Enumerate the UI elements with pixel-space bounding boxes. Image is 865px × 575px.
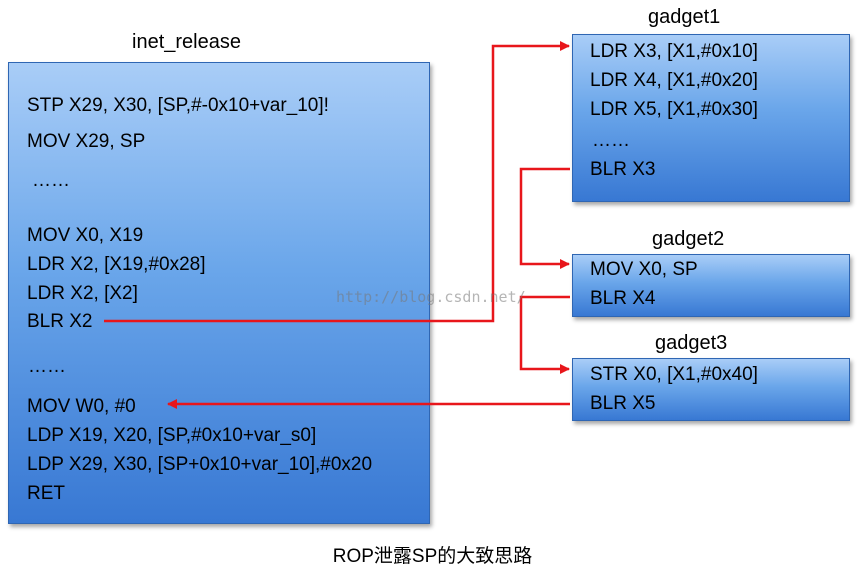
gadget2-title: gadget2 xyxy=(652,228,725,250)
inet-release-line: MOV X29, SP xyxy=(27,131,146,152)
inet-release-line: STP X29, X30, [SP,#-0x10+var_10]! xyxy=(27,95,329,116)
gadget1-title: gadget1 xyxy=(648,6,721,28)
gadget1-line: BLR X3 xyxy=(590,159,656,180)
inet-release-line: LDP X29, X30, [SP+0x10+var_10],#0x20 xyxy=(27,454,373,475)
inet-release-title: inet_release xyxy=(132,31,241,53)
gadget2-line: BLR X4 xyxy=(590,288,656,309)
inet-release-line: LDR X2, [X2] xyxy=(27,283,138,304)
watermark-text: http://blog.csdn.net/ xyxy=(336,288,526,306)
inet-release-box xyxy=(8,62,430,524)
inet-release-line: BLR X2 xyxy=(27,311,93,332)
gadget1-line: LDR X4, [X1,#0x20] xyxy=(590,70,758,91)
gadget1-line: LDR X5, [X1,#0x30] xyxy=(590,99,758,120)
inet-release-line: …… xyxy=(28,356,66,377)
inet-release-line: MOV X0, X19 xyxy=(27,225,144,246)
inet-release-line: LDP X19, X20, [SP,#0x10+var_s0] xyxy=(27,425,317,446)
gadget3-box xyxy=(572,358,850,421)
inet-release-line: LDR X2, [X19,#0x28] xyxy=(27,254,206,275)
inet-release-line: MOV W0, #0 xyxy=(27,396,136,417)
arrow-gadget2-to-gadget3 xyxy=(519,295,570,374)
gadget3-line: STR X0, [X1,#0x40] xyxy=(590,364,758,385)
inet-release-line: …… xyxy=(32,170,70,191)
gadget1-line: …… xyxy=(592,130,630,151)
inet-release-line: RET xyxy=(27,483,65,504)
gadget3-line: BLR X5 xyxy=(590,393,656,414)
gadget2-box xyxy=(572,254,850,317)
gadget2-line: MOV X0, SP xyxy=(590,259,698,280)
diagram-caption: ROP泄露SP的大致思路 xyxy=(332,546,533,567)
gadget1-box xyxy=(572,34,850,202)
gadget1-line: LDR X3, [X1,#0x10] xyxy=(590,41,758,62)
arrow-blr-x2-to-gadget1 xyxy=(104,41,570,323)
gadget3-title: gadget3 xyxy=(655,332,728,354)
arrow-gadget1-to-gadget2 xyxy=(519,167,570,269)
